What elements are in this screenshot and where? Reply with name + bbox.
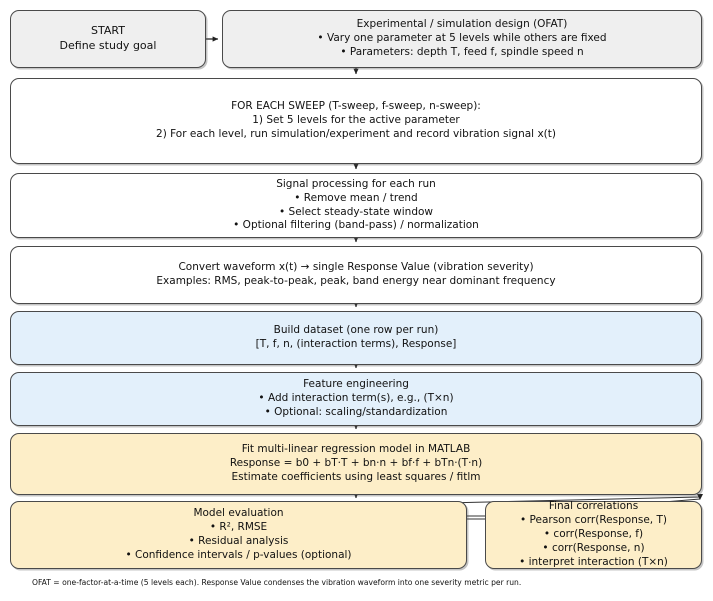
node-signal-line-2: • Select steady-state window [279,205,433,218]
node-sweep[interactable]: FOR EACH SWEEP (T-sweep, f-sweep, n-swee… [10,78,702,164]
node-start-line-0: START [91,24,125,38]
node-sweep-line-0: FOR EACH SWEEP (T-sweep, f-sweep, n-swee… [231,100,481,113]
node-dataset-line-1: [T, f, n, (interaction terms), Response] [255,338,457,350]
node-eval-line-3: • Confidence intervals / p-values (optio… [125,548,352,561]
node-start-line-1: Define study goal [59,39,157,52]
node-sweep-line-1: 1) Set 5 levels for the active parameter [252,114,460,127]
node-design-line-0: Experimental / simulation design (OFAT) [356,18,568,31]
node-design-line-2: • Parameters: depth T, feed f, spindle s… [340,45,584,58]
node-corr-line-1: • Pearson corr(Response, T) [520,514,667,527]
node-eval-line-2: • Residual analysis [188,535,289,547]
node-convert-line-0: Convert waveform x(t) → single Response … [178,261,534,274]
node-convert-waveform[interactable]: Convert waveform x(t) → single Response … [10,246,702,304]
node-design-line-1: • Vary one parameter at 5 levels while o… [317,32,607,45]
node-eval-line-0: Model evaluation [193,507,284,520]
node-feature-line-2: • Optional: scaling/standardization [264,405,448,418]
node-fit-line-1: Response = b0 + bT·T + bn·n + bf·f + bTn… [229,457,483,470]
footnote-text: OFAT = one-factor-at-a-time (5 levels ea… [32,578,522,587]
node-signal-line-0: Signal processing for each run [276,177,436,190]
node-signal-line-3: • Optional filtering (band-pass) / norma… [233,219,479,232]
node-feature-engineering[interactable]: Feature engineering • Add interaction te… [10,372,702,426]
node-dataset-line-0: Build dataset (one row per run) [273,324,439,337]
node-model-evaluation[interactable]: Model evaluation • R², RMSE • Residual a… [10,501,467,569]
node-signal-processing[interactable]: Signal processing for each run • Remove … [10,173,702,238]
node-eval-line-1: • R², RMSE [209,521,268,534]
node-sweep-line-2: 2) For each level, run simulation/experi… [156,127,556,140]
node-corr-line-0: Final correlations [548,500,639,513]
node-signal-line-1: • Remove mean / trend [294,191,418,204]
node-convert-line-1: Examples: RMS, peak-to-peak, peak, band … [156,275,556,287]
node-start[interactable]: START Define study goal [10,10,206,68]
node-feature-line-0: Feature engineering [303,378,409,391]
node-corr-line-2: • corr(Response, f) [543,528,644,541]
arrowhead-right-branch [697,494,703,500]
node-build-dataset[interactable]: Build dataset (one row per run) [T, f, n… [10,311,702,365]
node-fit-line-2: Estimate coefficients using least square… [231,470,481,483]
node-fit-regression[interactable]: Fit multi-linear regression model in MAT… [10,433,702,495]
node-corr-line-4: • interpret interaction (T×n) [519,555,668,568]
node-design[interactable]: Experimental / simulation design (OFAT) … [222,10,702,68]
node-final-correlations[interactable]: Final correlations • Pearson corr(Respon… [485,500,702,569]
node-fit-line-0: Fit multi-linear regression model in MAT… [241,443,471,456]
node-feature-line-1: • Add interaction term(s), e.g., (T×n) [258,392,454,405]
node-corr-line-3: • corr(Response, n) [542,541,645,554]
